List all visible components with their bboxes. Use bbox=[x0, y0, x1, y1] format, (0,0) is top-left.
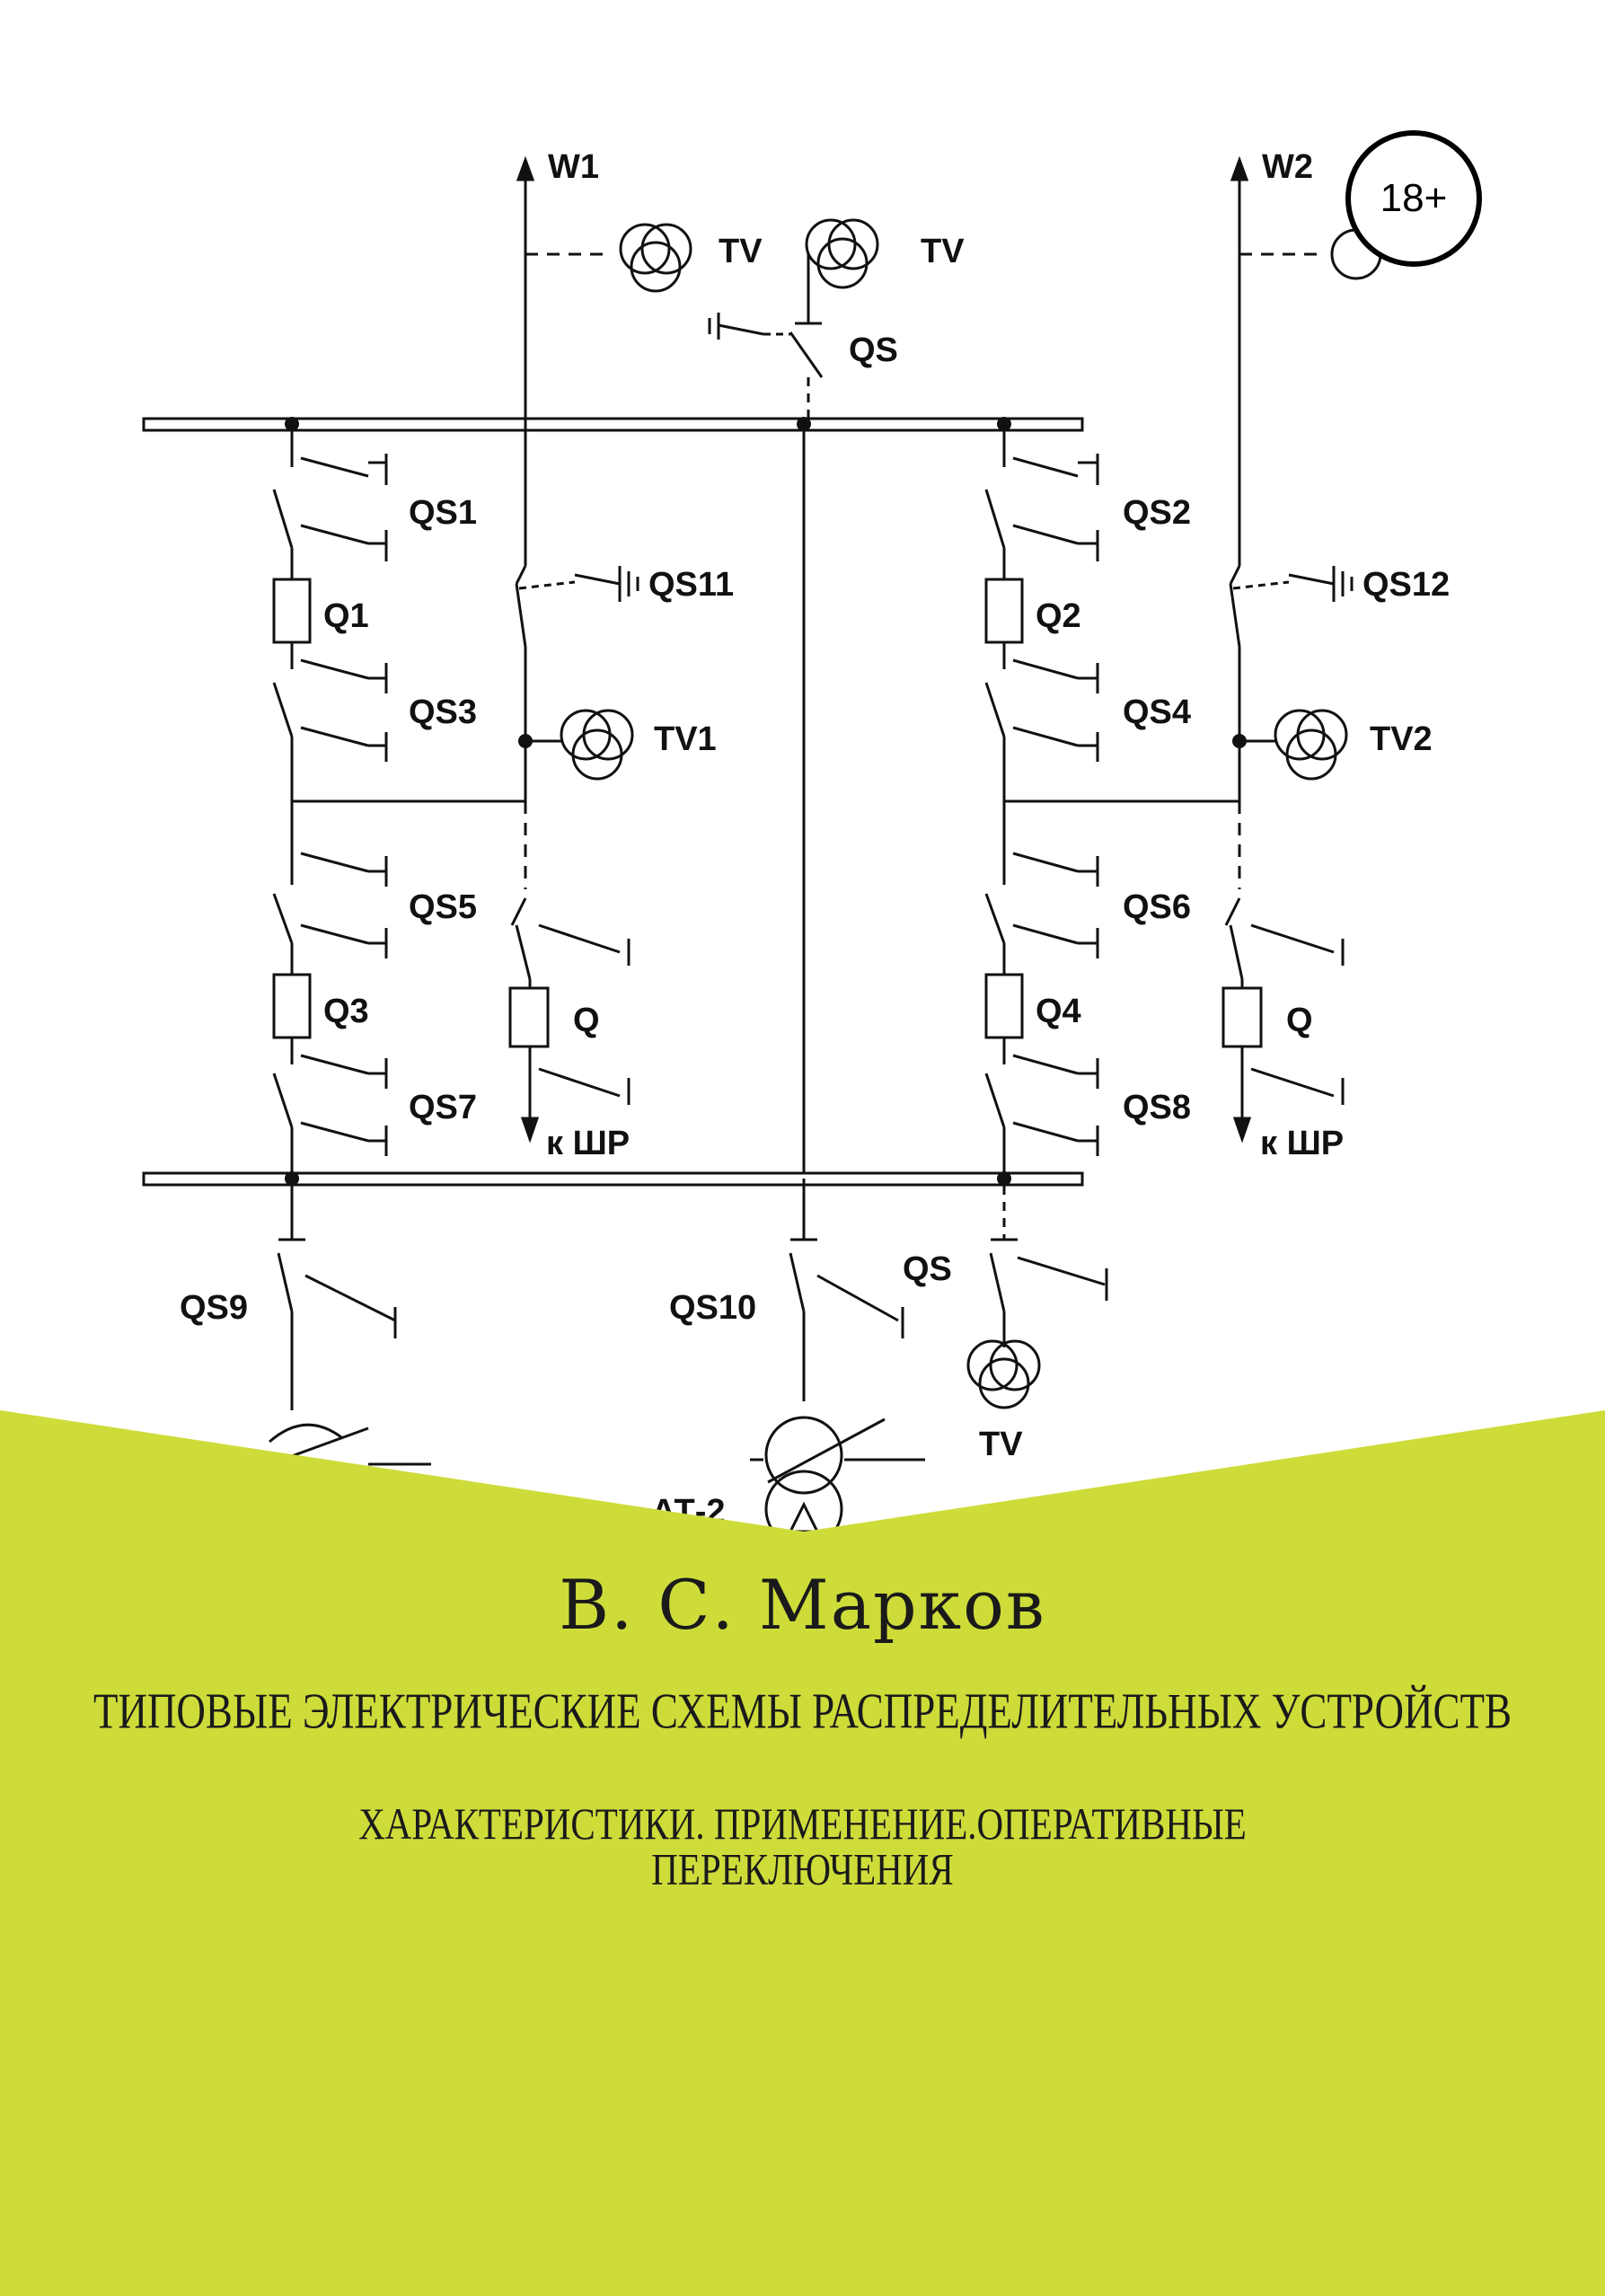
label-tv1: TV1 bbox=[654, 720, 717, 758]
label-qs11: QS11 bbox=[648, 566, 734, 604]
label-qs-bottom: QS bbox=[903, 1250, 952, 1288]
lower-busbar bbox=[142, 1171, 1084, 1187]
upper-busbar bbox=[142, 417, 1084, 432]
book-subtitle: ХАРАКТЕРИСТИКИ. ПРИМЕНЕНИЕ.ОПЕРАТИВНЫЕ П… bbox=[358, 1798, 1247, 1894]
label-q1: Q1 bbox=[323, 597, 369, 635]
label-qs4: QS4 bbox=[1123, 693, 1191, 731]
label-q3: Q3 bbox=[323, 993, 369, 1030]
label-w1: W1 bbox=[548, 148, 599, 186]
label-qs12: QS12 bbox=[1362, 566, 1450, 604]
author-name: В. С. Марков bbox=[559, 1565, 1046, 1645]
label-qs7: QS7 bbox=[409, 1089, 477, 1126]
label-q2: Q2 bbox=[1036, 597, 1081, 635]
accent-band bbox=[0, 1410, 1605, 2296]
label-q-left: Q bbox=[573, 1002, 600, 1039]
label-tv-left: TV bbox=[719, 233, 763, 270]
label-q-right: Q bbox=[1286, 1002, 1313, 1039]
label-k-shr-right: к ШР bbox=[1260, 1125, 1344, 1162]
label-qs3: QS3 bbox=[409, 693, 477, 731]
label-qs6: QS6 bbox=[1123, 888, 1191, 926]
label-tv2: TV2 bbox=[1370, 720, 1433, 758]
label-w2: W2 bbox=[1262, 148, 1313, 186]
label-qs5: QS5 bbox=[409, 888, 477, 926]
label-k-shr-left: к ШР bbox=[546, 1125, 630, 1162]
age-rating-badge: 18+ bbox=[1345, 130, 1482, 267]
label-qs2: QS2 bbox=[1123, 494, 1191, 532]
book-title: ТИПОВЫЕ ЭЛЕКТРИЧЕСКИЕ СХЕМЫ РАСПРЕДЕЛИТЕ… bbox=[93, 1682, 1512, 1739]
label-q4: Q4 bbox=[1036, 993, 1081, 1030]
label-qs-top: QS bbox=[849, 331, 898, 369]
label-qs10: QS10 bbox=[669, 1289, 756, 1327]
label-qs8: QS8 bbox=[1123, 1089, 1191, 1126]
label-qs9: QS9 bbox=[180, 1289, 248, 1327]
label-tv-bottom: TV bbox=[979, 1426, 1023, 1463]
label-tv-center: TV bbox=[921, 233, 965, 270]
label-qs1: QS1 bbox=[409, 494, 477, 532]
